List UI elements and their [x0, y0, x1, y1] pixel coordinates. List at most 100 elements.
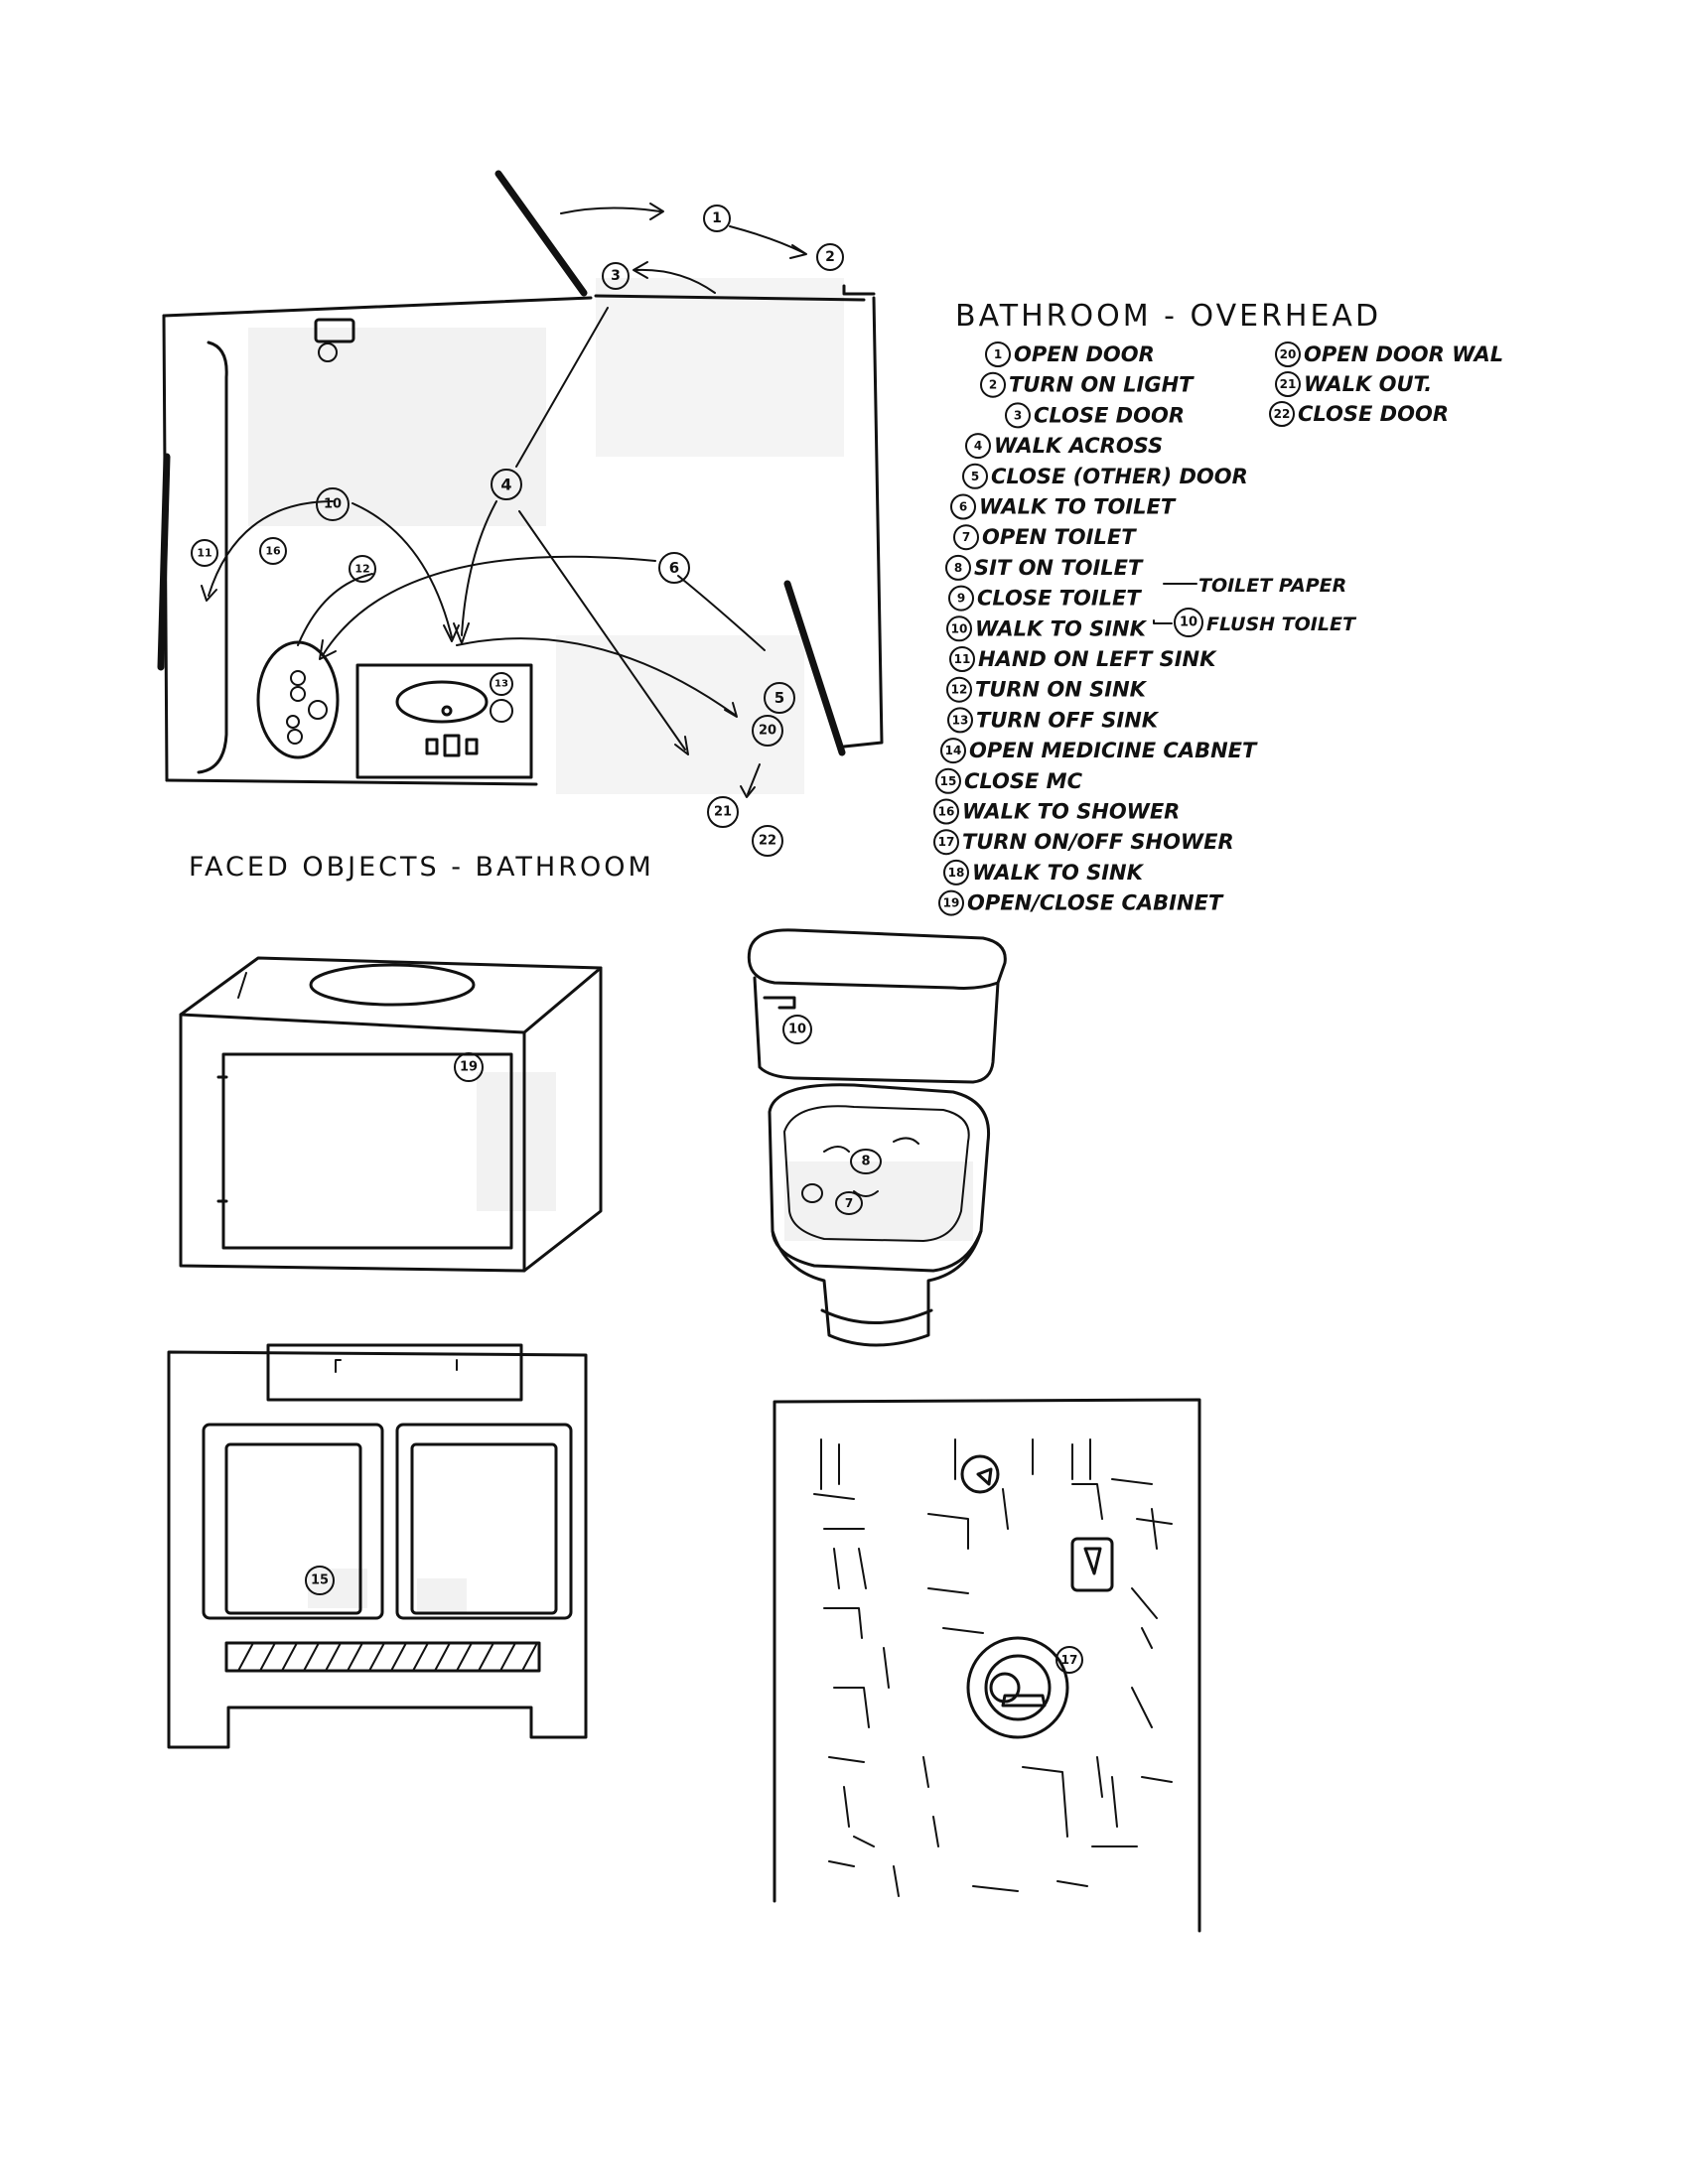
path-arrow: [297, 573, 373, 646]
faced-objects-title: FACED OBJECTS - BATHROOM: [189, 852, 654, 883]
toilet-overhead: [256, 640, 340, 759]
step-label: HAND ON LEFT SINK: [978, 647, 1217, 671]
flush-handle-icon: [763, 996, 796, 1010]
shower-head-spout: [976, 1467, 993, 1486]
arrow-head: [674, 736, 689, 755]
toilet-seat-inner: [783, 1105, 970, 1242]
step-label: TURN ON SINK: [975, 678, 1148, 702]
svg-text:3: 3: [611, 268, 621, 284]
shower-wall-drawing: 17: [773, 1398, 1201, 1933]
map-marker: 4: [491, 469, 522, 500]
step-number-circle: [946, 615, 972, 642]
faucet-knob-icon: [465, 738, 479, 755]
seat-marker-circle: [850, 1149, 882, 1174]
path-arrow: [352, 502, 453, 638]
room-wall-top: [162, 294, 866, 318]
svg-text:10: 10: [324, 497, 342, 512]
path-arrow: [515, 307, 609, 468]
step-number-circle: [980, 371, 1006, 398]
path-arrow: [634, 268, 716, 294]
map-marker: 3: [602, 262, 630, 290]
cabinet-marker: 19: [460, 1060, 478, 1075]
step-number: 22: [1274, 407, 1291, 421]
arrow-head: [443, 624, 460, 642]
step-number-circle: [945, 554, 971, 581]
step-label: OPEN MEDICINE CABNET: [969, 739, 1258, 762]
step-number: 4: [974, 439, 982, 453]
overhead-title: BATHROOM - OVERHEAD: [955, 299, 1381, 334]
step-number: 9: [957, 592, 965, 606]
step-number: 5: [971, 470, 979, 483]
cabinet-marker-circle: [454, 1052, 484, 1082]
shower-handle: [1001, 1694, 1047, 1707]
toilet-base-curve: [820, 1308, 933, 1324]
path-arrow: [518, 510, 686, 751]
step-label: TURN ON LIGHT: [1009, 373, 1195, 397]
svg-text:13: 13: [494, 679, 508, 690]
faucet-knob-icon: [443, 734, 461, 757]
sink-vanity-overhead: [355, 663, 533, 779]
step-label: CLOSE MC: [964, 769, 1083, 793]
step-label: CLOSE DOOR: [1034, 403, 1185, 427]
step-number: 1: [994, 347, 1002, 361]
step-label: WALK TO TOILET: [979, 495, 1177, 519]
step-number-circle: [938, 889, 964, 916]
step-label: OPEN TOILET: [982, 525, 1137, 549]
toilet-drawing: 10 8 7: [747, 928, 1007, 1347]
step-number: 6: [959, 500, 967, 514]
svg-text:2: 2: [825, 249, 835, 265]
step-number-circle: [940, 738, 966, 764]
step-number-circle: [947, 707, 973, 734]
sink-basin: [395, 680, 489, 724]
step-number-circle: [935, 767, 961, 794]
map-marker: 10: [316, 487, 350, 521]
sink-basin-top: [309, 963, 476, 1007]
step-number: 18: [948, 866, 965, 880]
map-marker: 21: [707, 796, 739, 828]
drawer-hatching: [237, 1642, 538, 1672]
room-wall-bottom: [165, 778, 538, 786]
room-wall-right: [842, 296, 884, 749]
svg-text:11: 11: [197, 547, 211, 560]
map-marker: 16: [259, 537, 287, 565]
arrow-head: [724, 702, 738, 718]
tank-marker: 10: [788, 1023, 806, 1037]
step-number: 21: [1280, 377, 1297, 391]
door-gap-right: [842, 284, 876, 296]
step-label: WALK TO SINK: [975, 616, 1148, 640]
tile-lines: [813, 1438, 1173, 1897]
map-marker: 13: [490, 672, 513, 696]
map-marker: 20: [752, 715, 783, 747]
step-label: WALK OUT.: [1304, 372, 1432, 396]
door-right: [783, 580, 846, 756]
toilet-tank-lid: [747, 928, 1007, 990]
step-number-circle: [985, 341, 1011, 367]
lid-marker-circle: [835, 1191, 863, 1215]
map-marker: 12: [349, 555, 376, 583]
toilet-tank: [753, 976, 1000, 1084]
step-number: 20: [1280, 347, 1297, 361]
step-label: TURN ON/OFF SHOWER: [962, 830, 1234, 854]
svg-text:1: 1: [712, 210, 722, 226]
map-marker: 11: [191, 539, 218, 567]
step-number-circle: [1275, 371, 1301, 397]
cabinet-drawer-strip: [224, 1641, 541, 1673]
step-number: 17: [938, 835, 955, 849]
shower-valve-plate: [966, 1636, 1069, 1739]
path-arrow: [208, 500, 334, 597]
step-number-circle: [965, 433, 991, 460]
arrow-head: [740, 785, 756, 798]
svg-text:5: 5: [774, 689, 784, 707]
toilet-marker-icon: [287, 729, 303, 745]
vanity-cabinet-drawing: 19: [179, 956, 603, 1273]
step-label: CLOSE (OTHER) DOOR: [991, 465, 1248, 488]
step-number: 8: [954, 561, 962, 575]
toilet-marker-icon: [290, 670, 306, 686]
path-arrow: [322, 555, 656, 656]
step-number-circle: [1269, 401, 1295, 427]
shower-frame: [773, 1398, 1201, 1933]
step-number: 14: [945, 744, 962, 757]
step-number: 3: [1014, 408, 1022, 422]
step-label: OPEN DOOR WAL: [1304, 342, 1503, 366]
